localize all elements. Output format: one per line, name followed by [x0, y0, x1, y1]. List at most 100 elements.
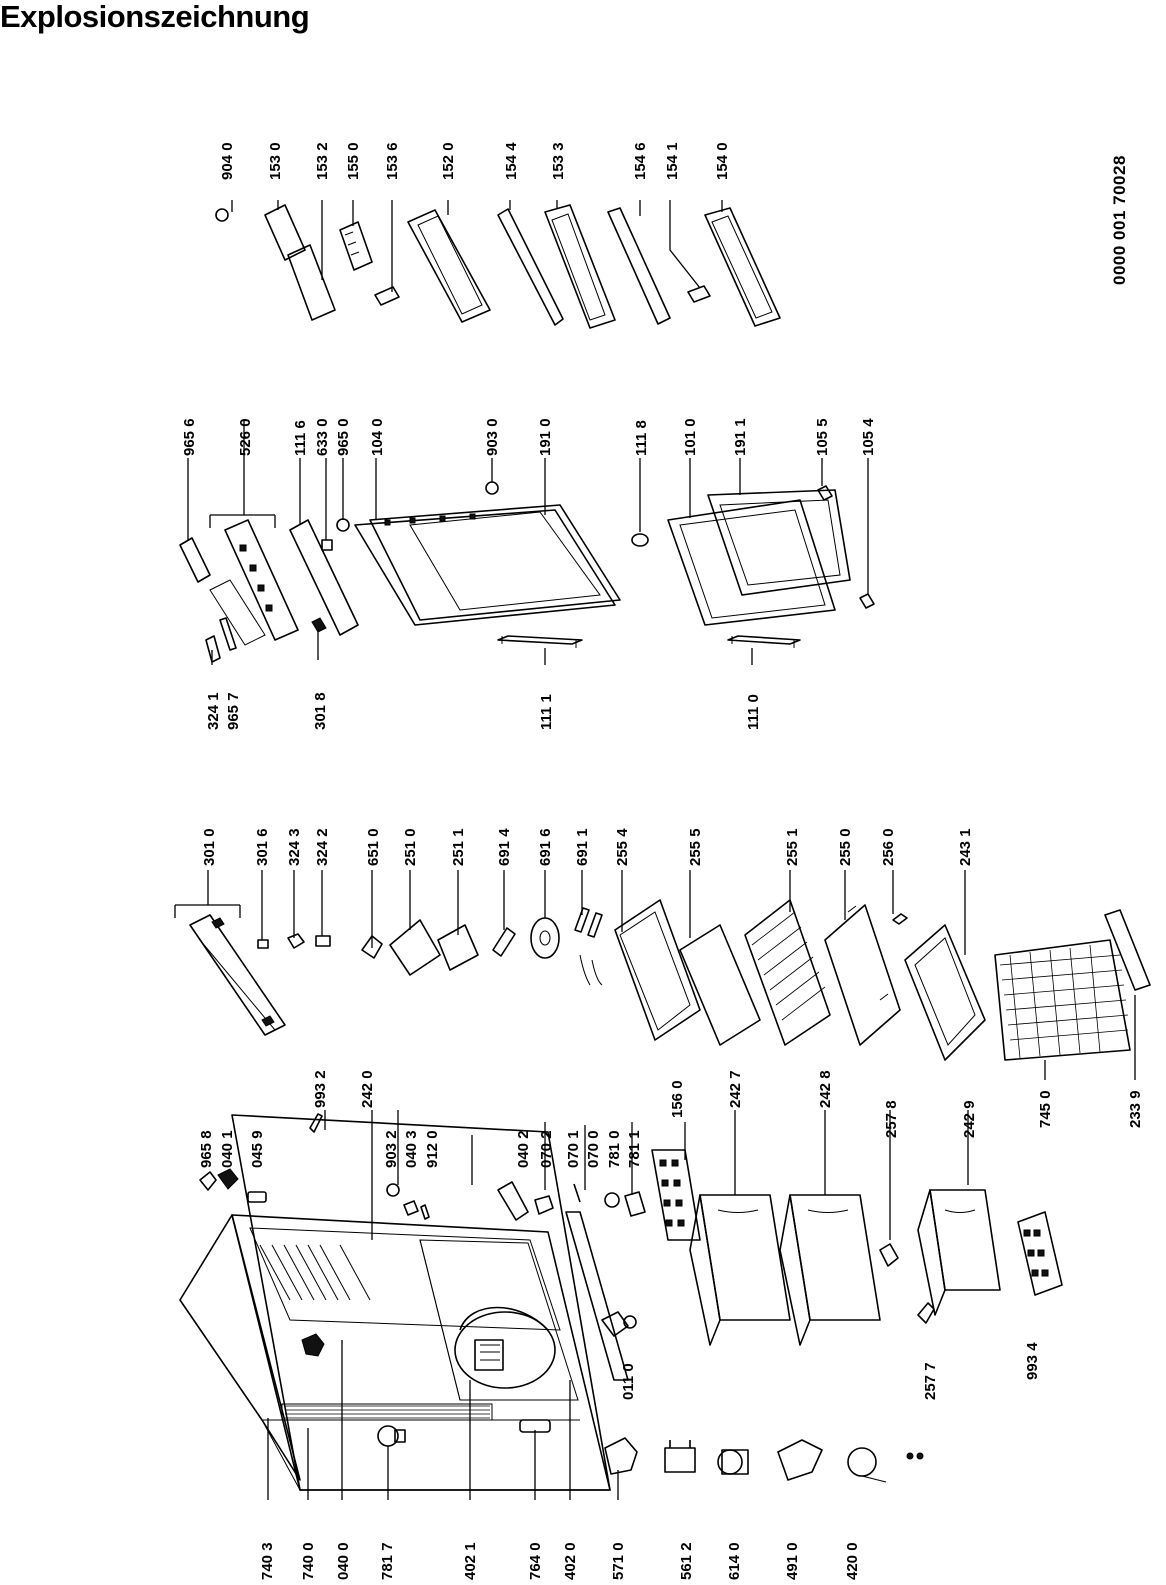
label-993-4: 993 4	[1024, 1342, 1041, 1380]
label-745-0: 745 0	[1037, 1090, 1054, 1128]
door-panel-526-0	[209, 420, 299, 646]
control-panel	[174, 870, 286, 1036]
door-104-0	[354, 504, 621, 626]
label-070-0: 070 0	[585, 1130, 602, 1168]
butter-dish-153-2	[287, 244, 336, 321]
label-402-0: 402 0	[562, 1542, 579, 1580]
label-965-8: 965 8	[198, 1130, 215, 1168]
label-040-0: 040 0	[335, 1542, 352, 1580]
ice-tray-993-4	[1017, 1211, 1063, 1296]
label-153-0: 153 0	[267, 142, 284, 180]
label-614-0: 614 0	[726, 1542, 743, 1580]
label-155-0: 155 0	[345, 142, 362, 180]
drawer-242-9	[917, 1189, 1001, 1316]
label-740-3: 740 3	[259, 1542, 276, 1580]
label-242-9: 242 9	[961, 1100, 978, 1138]
label-040-3: 040 3	[403, 1130, 420, 1168]
label-781-1: 781 1	[626, 1130, 643, 1168]
label-526-0: 526 0	[237, 418, 254, 456]
label-301-0: 301 0	[201, 828, 218, 866]
label-233-9: 233 9	[1127, 1090, 1144, 1128]
label-257-8: 257 8	[883, 1100, 900, 1138]
label-691-6: 691 6	[537, 828, 554, 866]
label-040-1: 040 1	[219, 1130, 236, 1168]
shelf-255-0	[824, 904, 901, 1046]
condenser	[281, 1403, 493, 1421]
label-255-4: 255 4	[614, 828, 631, 866]
label-691-1: 691 1	[574, 828, 591, 866]
label-040-2: 040 2	[515, 1130, 532, 1168]
label-324-1: 324 1	[205, 692, 222, 730]
label-111-6: 111 6	[292, 420, 309, 456]
label-251-1: 251 1	[450, 828, 467, 866]
label-154-1: 154 1	[664, 142, 681, 180]
label-256-0: 256 0	[880, 828, 897, 866]
label-104-0: 104 0	[369, 418, 386, 456]
label-255-0: 255 0	[837, 828, 854, 866]
label-070-1: 070 1	[565, 1130, 582, 1168]
drawer-242-8	[779, 1194, 881, 1346]
label-420-0: 420 0	[844, 1542, 861, 1580]
label-243-1: 243 1	[957, 828, 974, 866]
label-255-5: 255 5	[687, 828, 704, 866]
label-152-0: 152 0	[440, 142, 457, 180]
label-153-2: 153 2	[314, 142, 331, 180]
doors-top-callouts: 965 6 526 0 111 6 633 0 965 0 104 0 903 …	[181, 418, 877, 595]
label-011-0: 011 0	[620, 1363, 637, 1400]
label-154-4: 154 4	[503, 142, 520, 180]
label-242-8: 242 8	[817, 1070, 834, 1108]
door-bin-152-0	[407, 209, 491, 323]
shelf-rails	[259, 1244, 371, 1301]
label-912-0: 912 0	[424, 1130, 441, 1168]
label-191-0: 191 0	[537, 418, 554, 456]
label-045-9: 045 9	[249, 1130, 266, 1168]
label-903-0: 903 0	[484, 418, 501, 456]
label-242-0: 242 0	[359, 1070, 376, 1108]
butter-dish-153-0	[264, 204, 306, 261]
door-shelves-callouts: 904 0 153 0 153 2 155 0 153 6 152 0 154 …	[219, 142, 731, 292]
door-bin-153-3	[544, 204, 616, 329]
label-153-3: 153 3	[550, 142, 567, 180]
label-154-6: 154 6	[632, 142, 649, 180]
cabinet-small-parts	[199, 1113, 1063, 1483]
cabinet-inner-callouts: 011 0 257 7 993 4	[620, 1342, 1041, 1400]
label-153-6: 153 6	[384, 142, 401, 180]
label-993-2: 993 2	[312, 1070, 329, 1108]
label-111-1: 111 1	[538, 694, 555, 730]
label-402-1: 402 1	[462, 1542, 479, 1580]
label-904-0: 904 0	[219, 142, 236, 180]
label-781-7: 781 7	[379, 1542, 396, 1580]
label-101-0: 101 0	[682, 418, 699, 456]
label-740-0: 740 0	[300, 1542, 317, 1580]
egg-tray	[651, 1149, 701, 1241]
label-242-7: 242 7	[727, 1070, 744, 1108]
shelf-255-1	[744, 899, 831, 1046]
drawer-cover-243-1	[904, 924, 986, 1061]
doors-bottom-callouts: 324 1 965 7 301 8 111 1 111 0	[205, 630, 762, 730]
label-324-3: 324 3	[286, 828, 303, 866]
shelf-255-5	[679, 924, 761, 1046]
label-965-7: 965 7	[225, 692, 242, 730]
label-633-0: 633 0	[314, 418, 331, 456]
label-301-6: 301 6	[254, 828, 271, 866]
door-bin-154-0	[704, 207, 781, 327]
label-561-2: 561 2	[678, 1542, 695, 1580]
door-shelves-group: 904 0 153 0 153 2 155 0 153 6 152 0 154 …	[215, 142, 781, 329]
freezer-basket	[994, 909, 1151, 1061]
label-257-7: 257 7	[922, 1362, 939, 1400]
label-571-0: 571 0	[610, 1542, 627, 1580]
label-255-1: 255 1	[784, 828, 801, 866]
label-251-0: 251 0	[402, 828, 419, 866]
label-491-0: 491 0	[784, 1542, 801, 1580]
cabinet-body	[179, 1114, 611, 1491]
label-903-2: 903 2	[383, 1130, 400, 1168]
cabinet-group: 740 3 740 0 040 0 781 7 402 1 764 0 402 …	[179, 909, 1151, 1580]
gasket-191-1	[707, 489, 851, 596]
door-101-0	[667, 499, 836, 626]
doors-group: 324 1 965 7 301 8 111 1 111 0 965 6 526 …	[179, 418, 877, 730]
page-title: Explosionszeichnung	[0, 0, 310, 34]
egg-holder-155-0	[339, 221, 373, 271]
label-105-4: 105 4	[860, 418, 877, 456]
label-965-6: 965 6	[181, 418, 198, 456]
